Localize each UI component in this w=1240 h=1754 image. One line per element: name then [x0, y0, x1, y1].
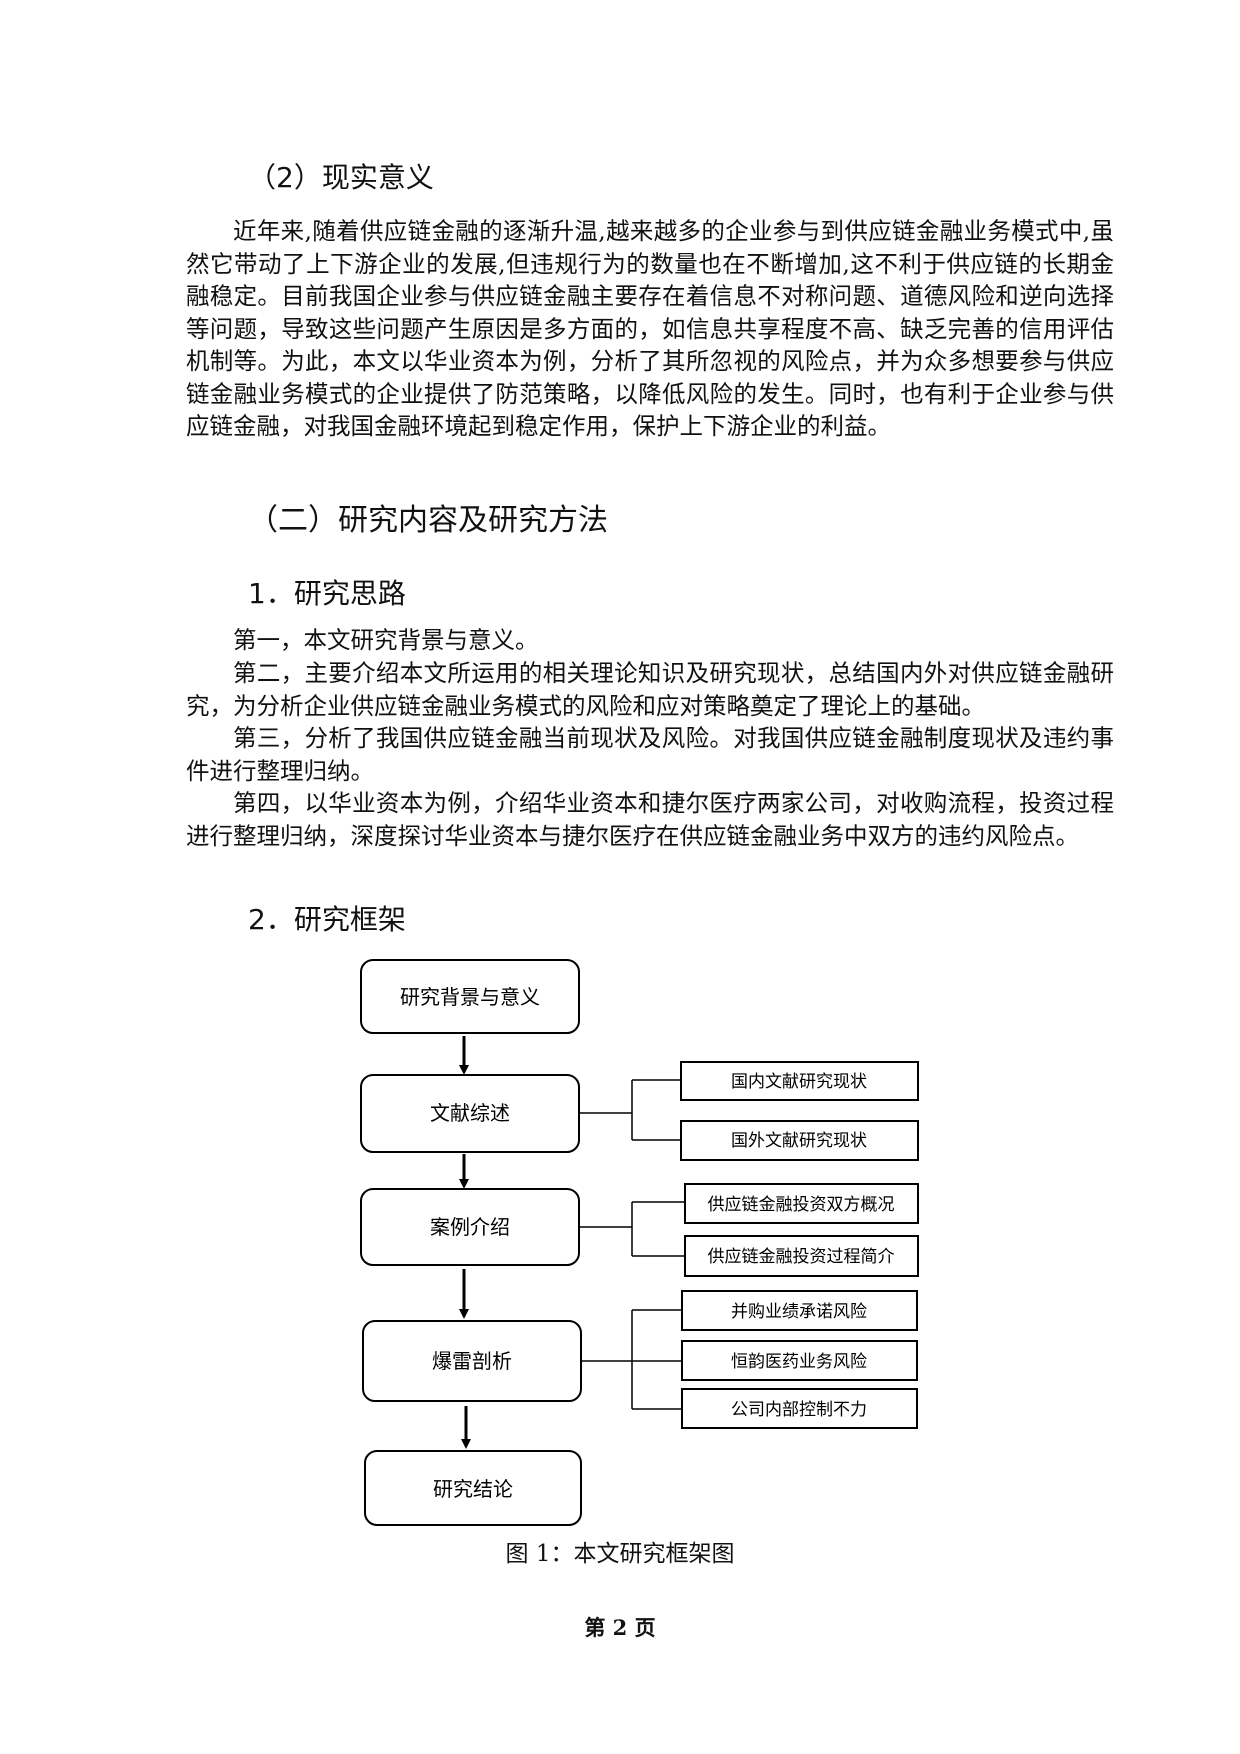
approach-item-4: 第四，以华业资本为例，介绍华业资本和捷尔医疗两家公司，对收购流程，投资过程进行整…	[186, 789, 1114, 850]
approach-heading: 1．研究思路	[248, 577, 406, 610]
node-literature-label: 文献综述	[430, 1101, 510, 1125]
figure-caption: 图 1：本文研究框架图	[505, 1541, 735, 1567]
literature-child-foreign-label: 国外文献研究现状	[731, 1131, 867, 1151]
analysis-connector	[581, 1309, 681, 1410]
case-child-process-label: 供应链金融投资过程简介	[708, 1247, 895, 1267]
analysis-child-control-label: 公司内部控制不力	[731, 1400, 867, 1420]
significance-heading: （2）现实意义	[248, 161, 434, 194]
content-heading: （二）研究内容及研究方法	[248, 503, 608, 538]
node-background-label: 研究背景与意义	[400, 985, 540, 1009]
node-conclusion-label: 研究结论	[433, 1477, 513, 1501]
node-literature: 文献综述	[360, 1074, 580, 1153]
node-analysis: 爆雷剖析	[362, 1320, 582, 1402]
case-child-parties-label: 供应链金融投资双方概况	[708, 1195, 895, 1215]
node-case: 案例介绍	[360, 1188, 580, 1266]
analysis-child-business-label: 恒韵医药业务风险	[731, 1352, 867, 1372]
significance-paragraph: 近年来,随着供应链金融的逐渐升温,越来越多的企业参与到供应链金融业务模式中,虽然…	[186, 217, 1114, 440]
analysis-child-control: 公司内部控制不力	[681, 1388, 918, 1429]
literature-child-domestic: 国内文献研究现状	[680, 1061, 919, 1101]
node-analysis-label: 爆雷剖析	[432, 1349, 512, 1373]
approach-item-3: 第三，分析了我国供应链金融当前现状及风险。对我国供应链金融制度现状及违约事件进行…	[186, 724, 1114, 785]
analysis-child-performance: 并购业绩承诺风险	[681, 1290, 918, 1331]
case-child-process: 供应链金融投资过程简介	[684, 1235, 919, 1277]
literature-connector	[579, 1079, 680, 1141]
page-number: 第 2 页	[584, 1615, 656, 1640]
node-conclusion: 研究结论	[364, 1450, 582, 1526]
approach-item-2: 第二，主要介绍本文所运用的相关理论知识及研究现状，总结国内外对供应链金融研究，为…	[186, 659, 1114, 720]
node-background: 研究背景与意义	[360, 959, 580, 1034]
node-case-label: 案例介绍	[430, 1215, 510, 1239]
analysis-child-business: 恒韵医药业务风险	[681, 1340, 918, 1381]
literature-child-foreign: 国外文献研究现状	[680, 1120, 919, 1161]
analysis-child-performance-label: 并购业绩承诺风险	[731, 1302, 867, 1322]
framework-heading: 2．研究框架	[248, 903, 406, 936]
literature-child-domestic-label: 国内文献研究现状	[731, 1072, 867, 1092]
case-connector	[579, 1201, 684, 1257]
case-child-parties: 供应链金融投资双方概况	[684, 1183, 919, 1224]
approach-item-1: 第一，本文研究背景与意义。	[233, 626, 539, 654]
